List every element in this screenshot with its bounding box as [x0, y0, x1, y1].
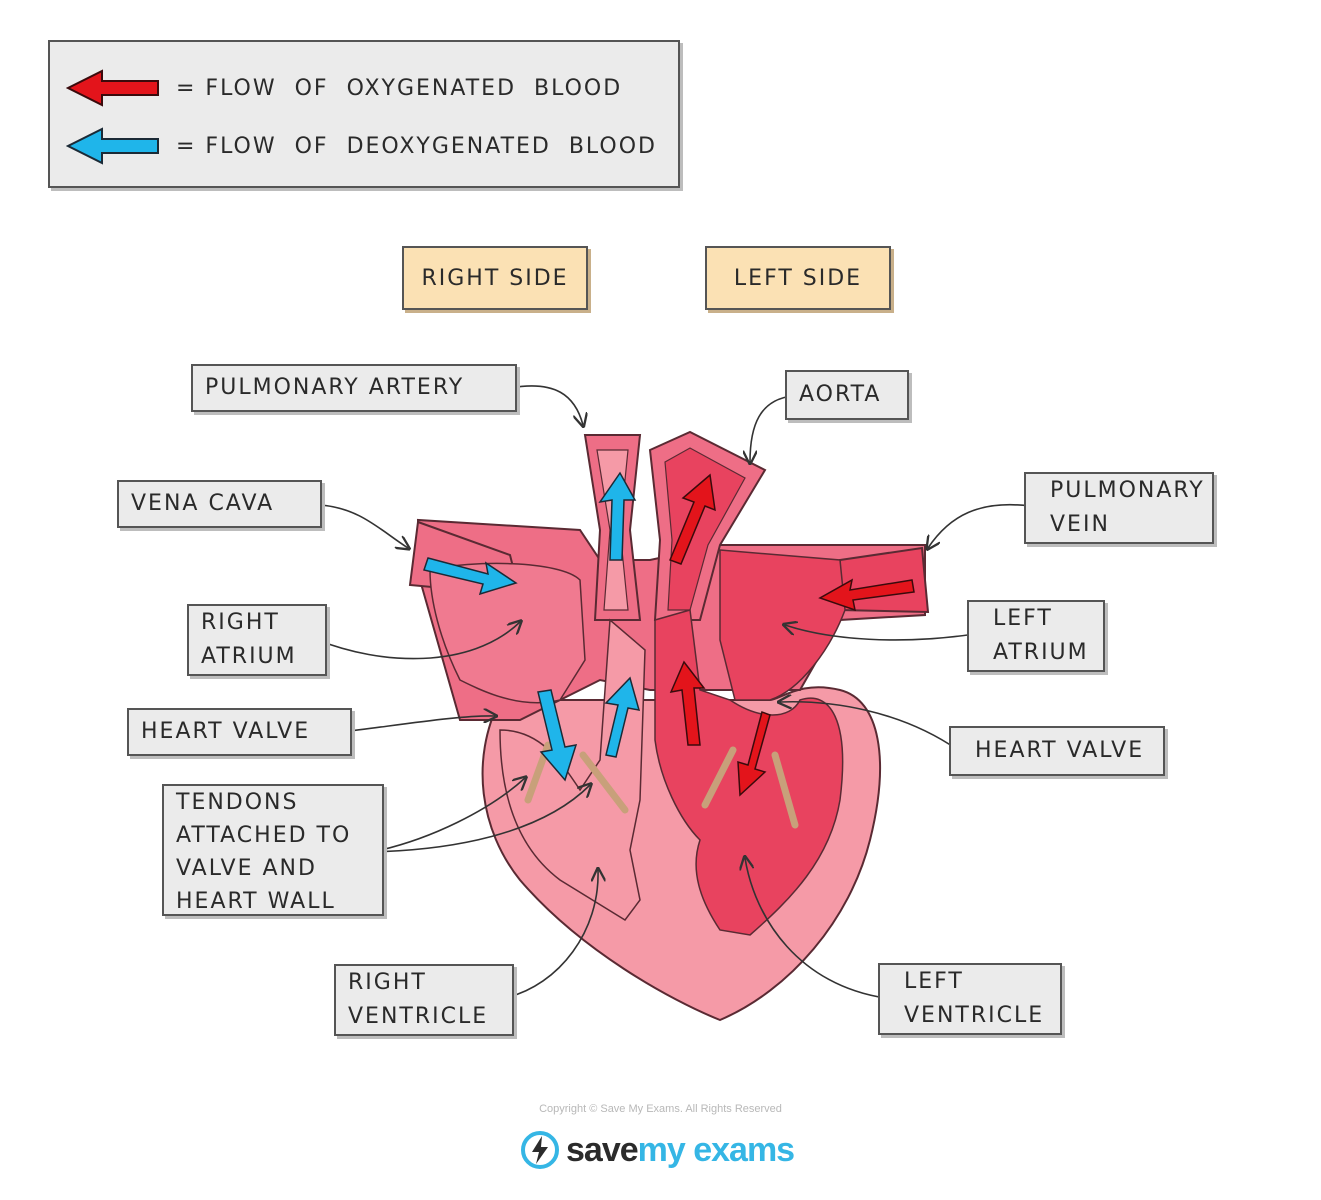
- tendon-right-2: [579, 751, 629, 814]
- leader-left-ventricle: [745, 858, 886, 999]
- left-atrium-chamber: [719, 549, 846, 701]
- leader-aorta: [750, 395, 793, 462]
- logo-word-myexams: my exams: [637, 1130, 795, 1169]
- tendon-left-1: [701, 746, 737, 809]
- label-vena-cava: VENA CAVA: [117, 480, 322, 528]
- flow-arrow-left-av: [737, 711, 771, 797]
- leader-heart-valve-left: [780, 702, 959, 751]
- leader-tendons-1: [371, 778, 525, 853]
- flow-arrow-left-ventricle-up: [669, 660, 706, 746]
- label-pulmonary-artery: PULMONARY ARTERY: [191, 364, 517, 412]
- label-left-atrium: LEFT ATRIUM: [967, 600, 1105, 672]
- save-my-exams-logo: savemy exams: [520, 1130, 795, 1170]
- copyright-text: Copyright © Save My Exams. All Rights Re…: [539, 1103, 782, 1115]
- leader-right-ventricle: [504, 870, 598, 999]
- label-heart-valve-left: HEART VALVE: [949, 726, 1165, 776]
- label-tendons: TENDONS ATTACHED TO VALVE AND HEART WALL: [162, 784, 384, 916]
- aorta-lumen: [664, 447, 746, 611]
- label-right-ventricle: RIGHT VENTRICLE: [334, 964, 514, 1036]
- red-arrow-icon: [66, 69, 159, 107]
- legend-deoxygenated-text: = FLOW OF DEOXYGENATED BLOOD: [176, 133, 657, 159]
- label-pulmonary-vein: PULMONARY VEIN: [1024, 472, 1214, 544]
- lightning-logo-icon: [521, 1131, 559, 1169]
- legend-row-oxygenated: = FLOW OF OXYGENATED BLOOD: [66, 68, 622, 108]
- logo-word-save: save: [566, 1130, 639, 1169]
- right-side-heading: RIGHT SIDE: [402, 246, 588, 310]
- logo-text: savemy exams: [566, 1130, 795, 1170]
- flow-arrow-pulmonary-artery: [598, 471, 637, 561]
- label-left-ventricle: LEFT VENTRICLE: [878, 963, 1062, 1035]
- leader-heart-valve-right: [341, 716, 495, 733]
- flow-arrow-aorta: [669, 473, 716, 565]
- tendon-left-2: [771, 751, 799, 829]
- flow-arrow-right-ventricle-up: [604, 676, 641, 758]
- legend-oxygenated-text: = FLOW OF OXYGENATED BLOOD: [176, 75, 623, 101]
- flow-arrow-vena-cava: [423, 557, 518, 596]
- leader-pulmonary-vein: [928, 503, 1031, 548]
- flow-arrow-pulmonary-vein: [818, 578, 915, 612]
- flow-arrow-right-av: [537, 689, 578, 782]
- left-side-heading: LEFT SIDE: [705, 246, 891, 310]
- blue-arrow-icon: [66, 127, 159, 165]
- leader-pulmonary-artery: [509, 385, 583, 425]
- label-aorta: AORTA: [785, 370, 909, 420]
- leader-tendons-2: [371, 785, 590, 853]
- leader-left-atrium: [785, 625, 976, 641]
- legend-row-deoxygenated: = FLOW OF DEOXYGENATED BLOOD: [66, 126, 657, 166]
- leader-right-atrium: [317, 622, 520, 660]
- label-right-atrium: RIGHT ATRIUM: [187, 604, 327, 676]
- leader-vena-cava: [319, 504, 408, 548]
- label-heart-valve-right: HEART VALVE: [127, 708, 352, 756]
- legend-box: = FLOW OF OXYGENATED BLOOD = FLOW OF DEO…: [48, 40, 680, 188]
